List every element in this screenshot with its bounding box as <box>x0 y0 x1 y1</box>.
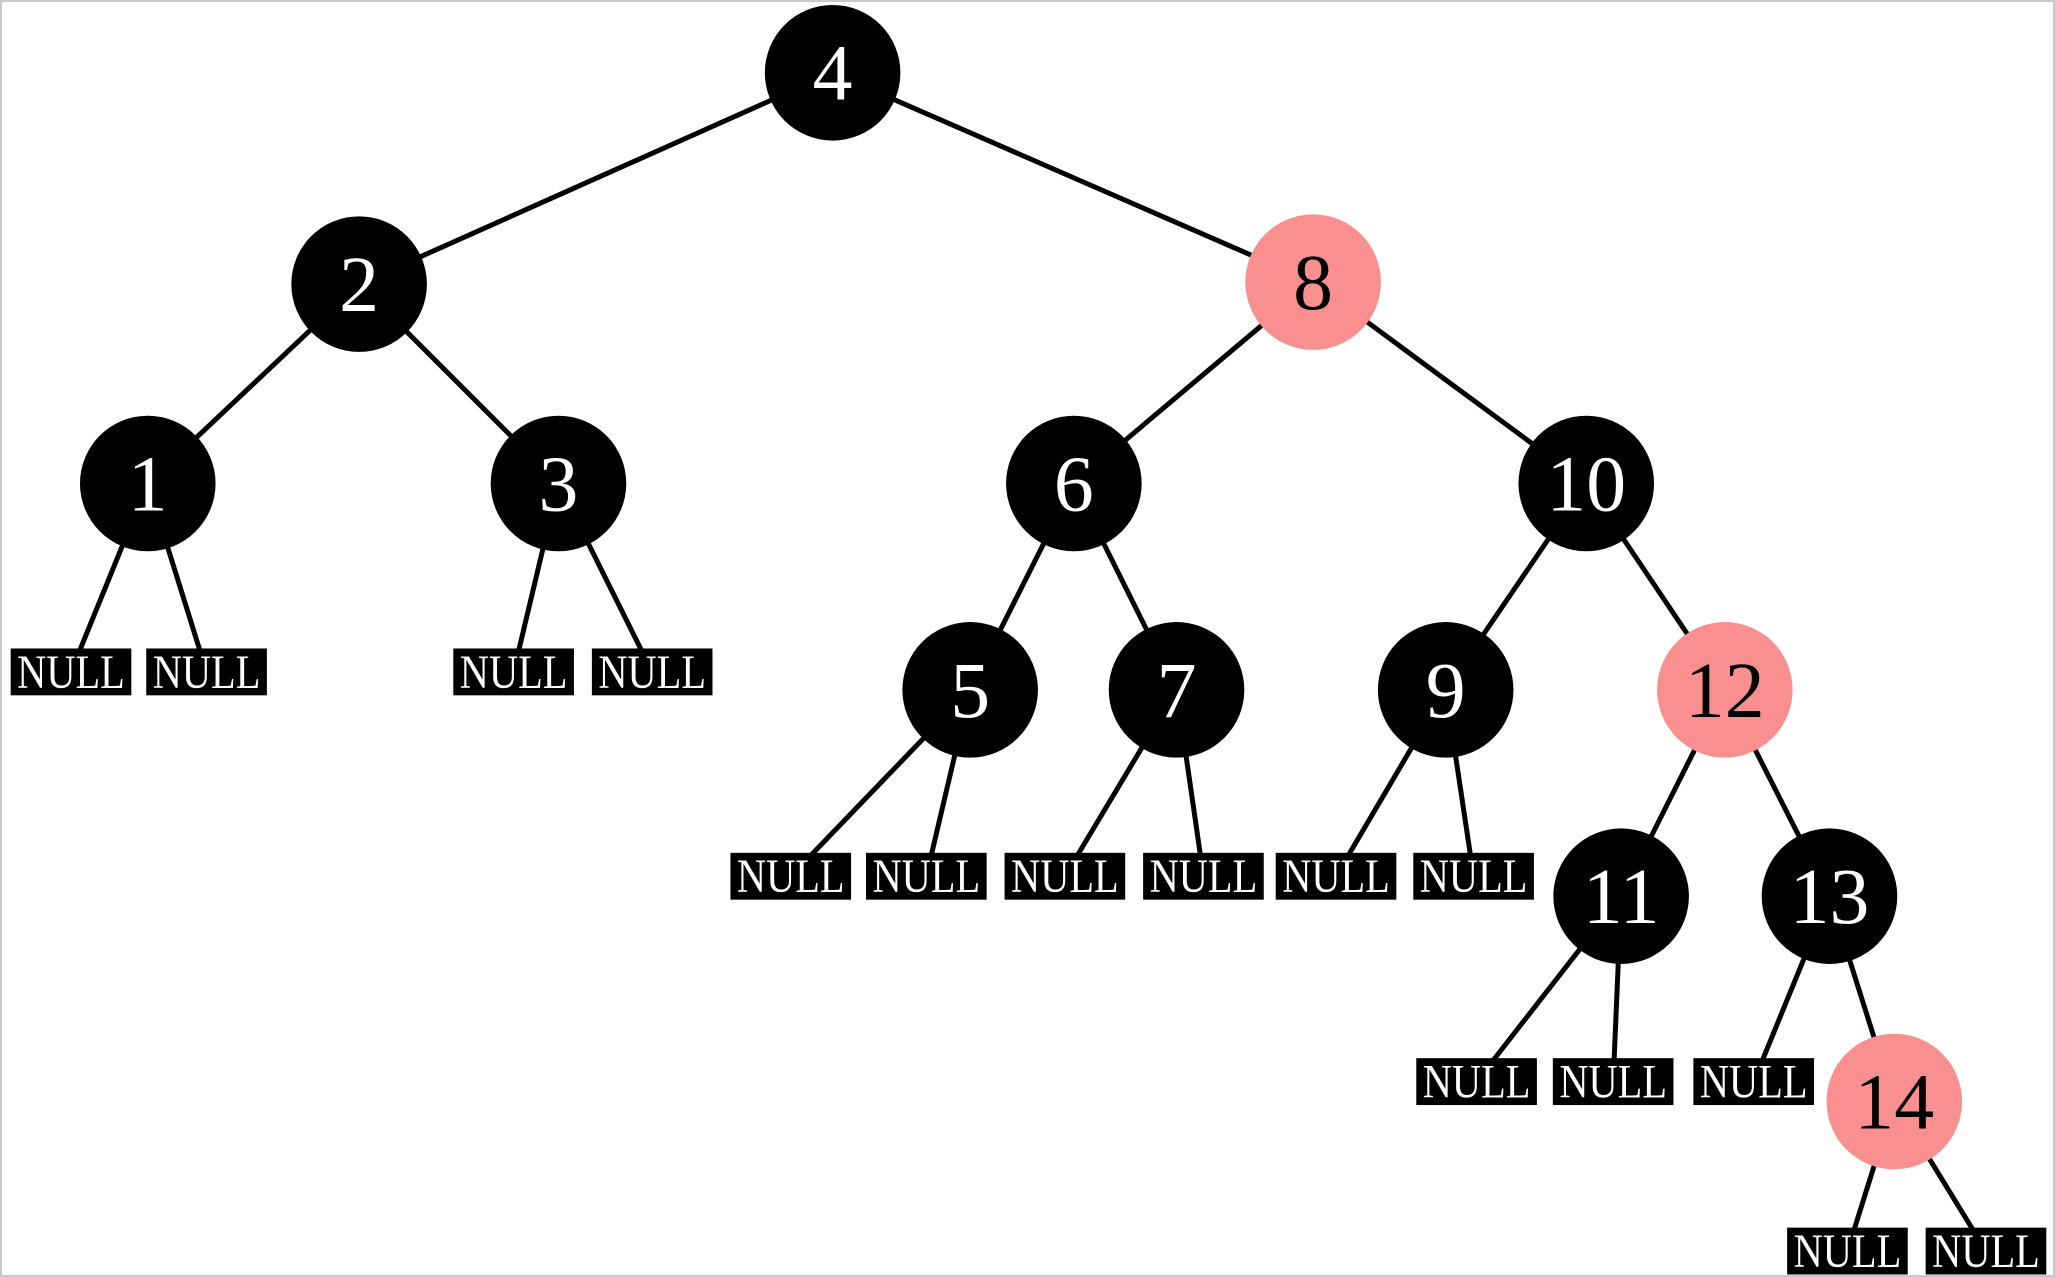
null-leaf-label: NULL <box>1150 850 1258 903</box>
node-circle-black <box>1006 415 1142 552</box>
null-leaf-box <box>453 648 574 696</box>
tree-node-8: 8 <box>1245 214 1381 350</box>
null-leaf-label: NULL <box>1794 1225 1902 1275</box>
null-leaf-box <box>591 648 713 696</box>
null-leaf-label: NULL <box>872 850 980 903</box>
node-circle-black <box>764 4 901 141</box>
null-leaf-box <box>146 648 267 696</box>
node-circle-red <box>1245 214 1381 350</box>
node-value-label: 1 <box>128 440 168 528</box>
null-leaf-label: NULL <box>1700 1056 1808 1109</box>
node-value-label: 14 <box>1854 1058 1934 1146</box>
tree-node-2: 2 <box>291 216 427 352</box>
node-value-label: 3 <box>539 440 579 528</box>
null-leaf-label: NULL <box>1423 1056 1531 1109</box>
tree-node-14: 14 <box>1826 1033 1963 1170</box>
node-circle-black <box>1377 622 1514 758</box>
node-circle-black <box>291 216 427 352</box>
null-leaf-label: NULL <box>1420 850 1528 903</box>
node-circle-black <box>1518 415 1655 552</box>
node-value-label: 10 <box>1546 440 1626 528</box>
null-leaf-null-9-right: NULL <box>1413 850 1534 903</box>
null-leaf-null-9-left: NULL <box>1275 850 1397 903</box>
null-leaf-box <box>866 852 987 900</box>
node-value-label: 13 <box>1790 853 1870 941</box>
null-leaf-label: NULL <box>1932 1225 2040 1275</box>
node-value-label: 11 <box>1583 853 1660 941</box>
null-leaf-box <box>10 648 132 696</box>
null-leaf-null-3-left: NULL <box>453 646 574 699</box>
null-leaf-box <box>1925 1227 2047 1275</box>
node-circle-black <box>1108 622 1245 758</box>
tree-node-13: 13 <box>1761 828 1898 964</box>
null-leaf-null-1-right: NULL <box>146 646 267 699</box>
node-value-label: 5 <box>950 647 990 735</box>
node-circle-red <box>1657 622 1793 758</box>
node-circle-black <box>490 415 627 552</box>
null-leaf-label: NULL <box>153 646 261 699</box>
null-leaf-box <box>1552 1058 1674 1106</box>
tree-edge-4-8 <box>831 70 1315 285</box>
null-leaf-null-11-left: NULL <box>1416 1056 1537 1109</box>
tree-node-11: 11 <box>1553 828 1689 964</box>
node-circle-black <box>1761 828 1898 964</box>
node-value-label: 12 <box>1685 647 1765 735</box>
node-value-label: 8 <box>1293 239 1333 327</box>
null-leaf-box <box>1787 1227 1908 1275</box>
null-leaf-label: NULL <box>17 646 125 699</box>
tree-edge-4-2 <box>358 70 834 287</box>
node-circle-black <box>902 622 1038 758</box>
tree-node-5: 5 <box>902 622 1038 758</box>
node-value-label: 7 <box>1157 647 1197 735</box>
tree-node-4: 4 <box>764 4 901 141</box>
null-leaf-box <box>1275 852 1397 900</box>
node-value-label: 6 <box>1054 440 1094 528</box>
node-circle-red <box>1826 1033 1963 1170</box>
tree-node-10: 10 <box>1518 415 1655 552</box>
node-value-label: 2 <box>339 241 379 329</box>
null-leaf-label: NULL <box>1011 850 1119 903</box>
tree-node-1: 1 <box>79 415 216 552</box>
null-leaf-null-5-left: NULL <box>730 850 852 903</box>
tree-node-6: 6 <box>1006 415 1142 552</box>
null-leaf-box <box>1416 1058 1537 1106</box>
null-leaf-null-11-right: NULL <box>1552 1056 1674 1109</box>
tree-node-3: 3 <box>490 415 627 552</box>
null-leaf-box <box>1004 852 1126 900</box>
null-leaf-null-14-right: NULL <box>1925 1225 2047 1275</box>
tree-node-12: 12 <box>1657 622 1793 758</box>
null-leaves-layer: NULL NULL NULL NULL NULL NULL NULL NULL NULL NULL… <box>10 646 2047 1275</box>
null-leaf-null-7-left: NULL <box>1004 850 1126 903</box>
null-leaf-null-3-right: NULL <box>591 646 713 699</box>
node-value-label: 4 <box>813 30 853 118</box>
null-leaf-null-5-right: NULL <box>866 850 987 903</box>
null-leaf-label: NULL <box>1282 850 1390 903</box>
null-leaf-null-1-left: NULL <box>10 646 132 699</box>
node-circle-black <box>1553 828 1689 964</box>
null-leaf-null-7-right: NULL <box>1143 850 1264 903</box>
node-value-label: 9 <box>1426 647 1466 735</box>
null-leaf-null-14-left: NULL <box>1787 1225 1908 1275</box>
null-leaf-null-13-left: NULL <box>1693 1056 1815 1109</box>
null-leaf-box <box>1693 1058 1815 1106</box>
null-leaf-label: NULL <box>737 850 845 903</box>
null-leaf-label: NULL <box>598 646 706 699</box>
tree-node-7: 7 <box>1108 622 1245 758</box>
null-leaf-label: NULL <box>460 646 568 699</box>
null-leaf-box <box>1413 852 1534 900</box>
tree-node-9: 9 <box>1377 622 1514 758</box>
null-leaf-box <box>1143 852 1264 900</box>
null-leaf-label: NULL <box>1559 1056 1667 1109</box>
null-leaf-box <box>730 852 852 900</box>
node-circle-black <box>79 415 216 552</box>
